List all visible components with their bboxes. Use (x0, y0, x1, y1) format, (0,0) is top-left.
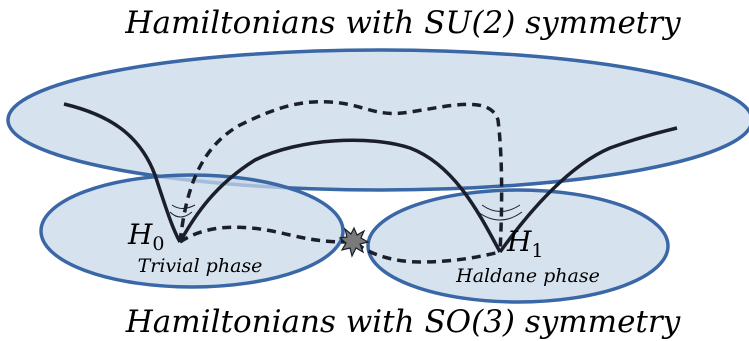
su2-region (6, 48, 749, 192)
h0-label: H0 (127, 218, 165, 255)
phase-transition-icon (338, 226, 370, 258)
h1-gap-arc-2 (481, 204, 521, 212)
su2-dashed-path (178, 99, 504, 253)
so3-dashed-path-left (179, 225, 353, 244)
top-label: Hamiltonians with SU(2) symmetry (124, 5, 681, 41)
h1-label: H1 (506, 225, 544, 262)
haldane-phase-label: Haldane phase (455, 265, 600, 287)
bottom-label: Hamiltonians with SO(3) symmetry (125, 304, 681, 340)
h1-solid-curve-right (498, 126, 678, 254)
haldane-region (366, 188, 670, 304)
h0-h1-solid-curve (178, 138, 502, 253)
h0-gap-arc-2 (171, 204, 196, 209)
h0-gap-arc (169, 211, 193, 218)
h1-gap-arc (477, 211, 523, 221)
h0-solid-curve-left (63, 102, 182, 243)
so3-dashed-path-right (354, 241, 501, 264)
trivial-region (39, 173, 345, 289)
trivial-phase-label: Trivial phase (138, 255, 263, 277)
